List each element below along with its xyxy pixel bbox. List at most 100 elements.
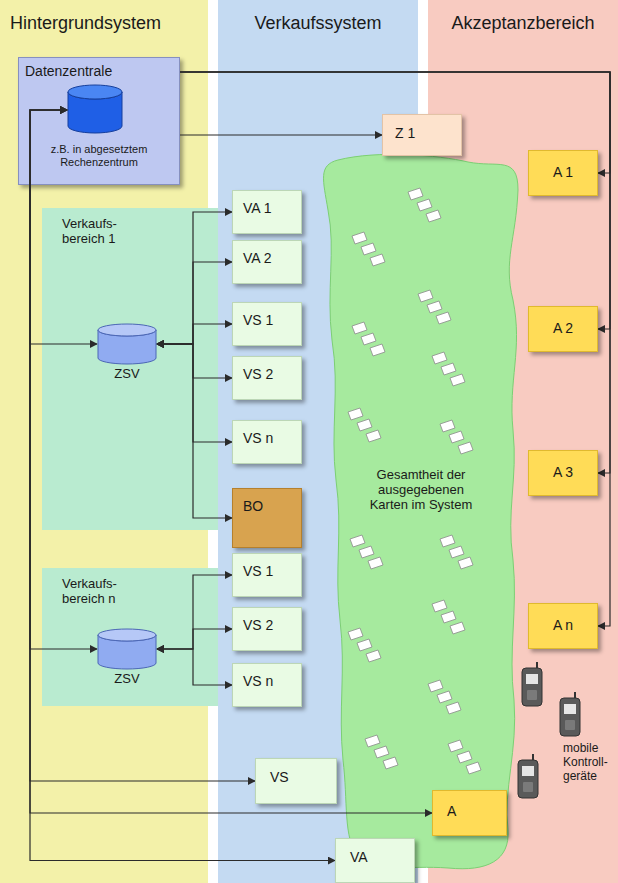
blob-outline — [324, 154, 518, 868]
card-icon — [458, 442, 473, 454]
node-label: VS 2 — [243, 366, 273, 382]
card-icon — [437, 691, 452, 703]
node-label: A 2 — [553, 320, 573, 336]
card-icon — [450, 374, 465, 386]
card-stack-icon — [428, 680, 461, 714]
cylinder-top — [68, 85, 122, 99]
card-stack-icon — [440, 535, 473, 569]
card-icon — [440, 535, 455, 547]
sales-area-region: Verkaufs- bereich n ZSV — [42, 568, 218, 706]
node-label: VS 1 — [243, 563, 273, 579]
node-label: A — [447, 803, 456, 819]
node-label: Verkaufssystem — [254, 13, 381, 34]
node-label: A n — [553, 617, 573, 633]
connector-arrow — [157, 212, 232, 344]
sales-terminal-box: VS 1 — [232, 302, 302, 346]
acceptance-box: A 3 — [528, 450, 598, 496]
node-label: Gesamtheit der ausgegebenen Karten im Sy… — [360, 468, 482, 513]
card-stack-icon — [365, 735, 398, 769]
card-icon — [432, 600, 447, 612]
card-icon — [361, 243, 376, 255]
node-label: ZSV — [114, 367, 139, 382]
node-label: VA — [350, 849, 368, 865]
card-icon — [361, 333, 376, 345]
card-icon — [428, 680, 443, 692]
card-icon — [348, 408, 363, 420]
card-icon — [440, 420, 455, 432]
connector-arrow — [180, 72, 610, 473]
node-label: Verkaufs- bereich n — [62, 577, 136, 607]
card-icon — [352, 322, 367, 334]
node-label: A 1 — [553, 164, 573, 180]
card-stack-icon — [448, 740, 481, 774]
card-icon — [417, 199, 432, 211]
card-icon — [432, 352, 447, 364]
card-icon — [366, 430, 381, 442]
node-label: Akzeptanzbereich — [451, 13, 594, 34]
mobile-device-icon — [560, 692, 580, 736]
card-icon — [458, 557, 473, 569]
card-icon — [365, 735, 380, 747]
sales-terminal-box: VA 2 — [232, 240, 302, 284]
mobile-device-icon — [522, 662, 542, 706]
sales-terminal-box: VS 1 — [232, 553, 302, 597]
acceptance-box: A 2 — [528, 306, 598, 352]
label-box: mobile Kontroll- geräte — [563, 742, 617, 783]
connector-arrow — [180, 72, 610, 626]
device-caption: mobile Kontroll- geräte — [563, 742, 617, 783]
connector-arrow — [30, 110, 432, 813]
card-icon — [359, 546, 374, 558]
database-cylinder: ZSV — [97, 323, 157, 389]
node-label: VA 1 — [243, 200, 272, 216]
cylinder-top — [98, 324, 156, 336]
database-cylinder-icon — [97, 628, 157, 670]
card-icon — [450, 622, 465, 634]
node-label: VA 2 — [243, 250, 272, 266]
connector-arrow — [180, 72, 610, 329]
card-icon — [449, 546, 464, 558]
card-icon — [370, 344, 385, 356]
card-stack-icon — [432, 352, 465, 386]
connector-arrow — [30, 110, 255, 781]
node-label: Verkaufs- bereich 1 — [62, 217, 136, 247]
card-icon — [418, 290, 433, 302]
card-icon — [374, 746, 389, 758]
node-label: z.B. in abgesetztem Rechenzentrum — [37, 143, 161, 168]
node-label: VS — [270, 769, 289, 785]
card-icon — [408, 188, 423, 200]
database-cylinder: ZSV — [97, 628, 157, 694]
card-icon — [352, 232, 367, 244]
back-office-box: BO — [232, 488, 302, 548]
card-icon — [426, 210, 441, 222]
acceptance-box: A n — [528, 603, 598, 649]
cylinder-top — [98, 629, 156, 641]
node-label: VS n — [243, 673, 273, 689]
card-icon — [441, 611, 456, 623]
connector-arrow — [157, 324, 232, 344]
connector-arrow — [157, 344, 232, 518]
node-label: VS 1 — [243, 312, 273, 328]
connector-arrow — [157, 575, 232, 649]
card-icon — [348, 628, 363, 640]
connector-arrow — [157, 629, 232, 649]
sales-area-region: Verkaufs- bereich 1 ZSV — [42, 208, 218, 530]
card-stack-icon — [432, 600, 465, 634]
sales-terminal-box: VS 2 — [232, 607, 302, 651]
connector-arrow — [30, 110, 335, 861]
card-icon — [357, 639, 372, 651]
card-icon — [446, 702, 461, 714]
acceptance-box: A — [432, 790, 507, 836]
card-stack-icon — [352, 232, 385, 266]
card-icon — [427, 301, 442, 313]
card-icon — [448, 740, 463, 752]
card-stack-icon — [418, 290, 451, 324]
sales-terminal-box: VS — [255, 758, 337, 804]
card-icon — [366, 650, 381, 662]
sales-terminal-box: VS n — [232, 420, 302, 464]
sales-terminal-box: VS 2 — [232, 356, 302, 400]
connector-arrow — [157, 344, 232, 378]
sales-terminal-box: VA 1 — [232, 190, 302, 234]
card-stack-icon — [348, 408, 381, 442]
node-label: Datenzentrale — [25, 63, 112, 79]
